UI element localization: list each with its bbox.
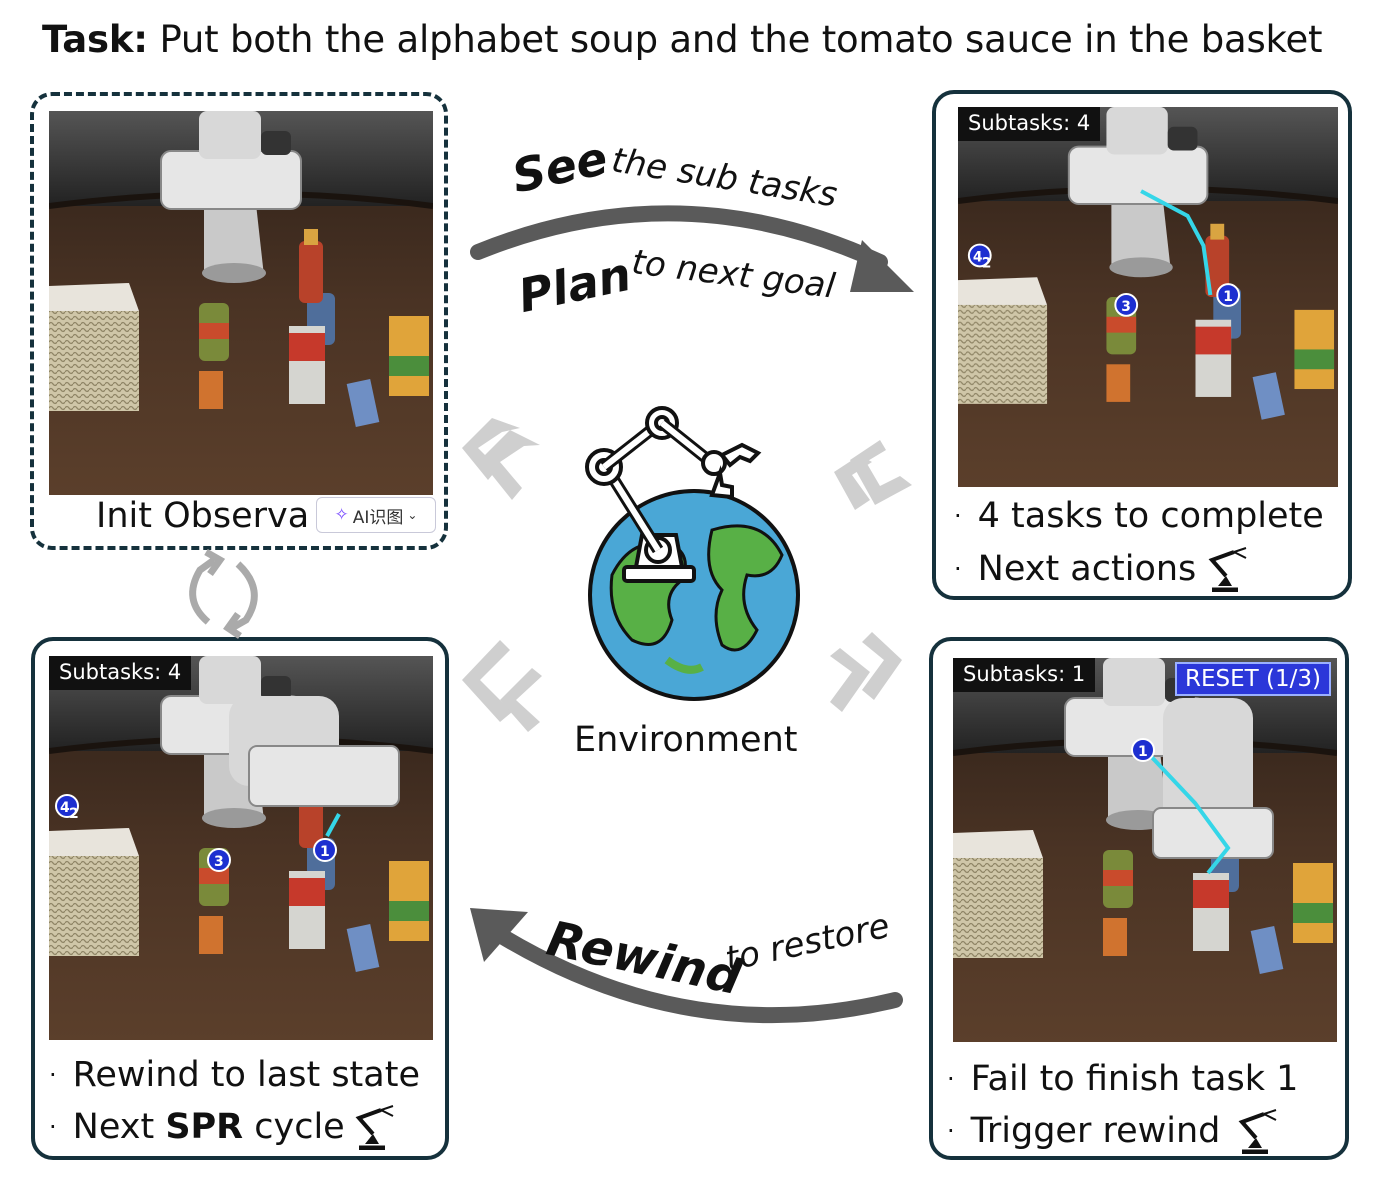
chevron-bottom-right xyxy=(830,648,870,712)
restore-label: to restore xyxy=(722,906,893,980)
globe-robot-icon xyxy=(585,406,800,701)
bottom-right-panel: 1 Subtasks: 1 RESET (1/3) · Fail to fini… xyxy=(929,637,1349,1160)
subtasks-tag: Subtasks: 4 xyxy=(958,107,1101,141)
chevron-down-icon: ⌄ xyxy=(407,508,418,522)
bullet-text: Next actions xyxy=(977,549,1197,589)
rewind-label: Rewind xyxy=(542,911,746,1007)
marker-2: 2 xyxy=(69,806,79,822)
restore-small: to restore xyxy=(721,905,894,980)
marker-4: 4 xyxy=(973,249,983,265)
bullet-dot: · xyxy=(954,555,962,583)
bullet-item: · 4 tasks to complete xyxy=(954,496,1324,536)
reset-badge: RESET (1/3) xyxy=(1175,662,1331,696)
plan-label: Plan xyxy=(514,247,636,323)
task-text: Put both the alphabet soup and the tomat… xyxy=(159,18,1323,61)
robot-arm-icon xyxy=(355,1105,394,1150)
bullet-item: · Rewind to last state xyxy=(49,1055,420,1095)
see-big: See xyxy=(507,130,613,204)
ai-recognize-chip[interactable]: ✧ AI识图 ⌄ xyxy=(316,497,436,533)
robot-arm-icon xyxy=(1238,1109,1277,1154)
see-label: See xyxy=(507,131,612,204)
robot-arm-icon xyxy=(1208,547,1247,592)
bottom-right-scene-image: 1 Subtasks: 1 RESET (1/3) xyxy=(953,658,1337,1042)
cycle-text-post: cycle xyxy=(243,1107,345,1147)
bullet-item: · Fail to finish task 1 xyxy=(947,1059,1298,1099)
top-arrowhead xyxy=(850,240,914,292)
bullet-text: Rewind to last state xyxy=(72,1055,420,1095)
top-right-scene-image: 4 2 3 1 Subtasks: 4 xyxy=(958,107,1338,487)
bullet-item: · Trigger rewind xyxy=(947,1108,1290,1154)
top-right-panel: 4 2 3 1 Subtasks: 4 · 4 tasks to complet… xyxy=(932,90,1352,600)
cycle-text-bold: SPR xyxy=(165,1107,244,1147)
bullet-text: Fail to finish task 1 xyxy=(970,1059,1299,1099)
marker-3: 3 xyxy=(1121,299,1131,315)
init-caption: Init Observa xyxy=(96,496,309,536)
sub-tasks-label: the sub tasks xyxy=(609,140,840,215)
cycle-text-pre: Next xyxy=(72,1107,166,1147)
chevron-bottom-left-2 xyxy=(500,668,542,732)
reload-icon xyxy=(189,548,258,639)
marker-1: 1 xyxy=(1223,289,1233,305)
bullet-item: · Next SPR cycle xyxy=(49,1104,407,1150)
task-title: Task: Put both the alphabet soup and the… xyxy=(42,18,1323,61)
chevron-bottom-right-2 xyxy=(862,632,902,700)
bullet-dot: · xyxy=(49,1113,57,1141)
init-observation-panel: Init Observa xyxy=(30,92,448,550)
task-label: Task: xyxy=(42,18,148,61)
marker-2: 2 xyxy=(982,255,992,271)
bullet-dot: · xyxy=(49,1061,57,1089)
marker-3: 3 xyxy=(214,854,224,870)
chevron-bottom-left xyxy=(462,640,512,722)
init-scene-image xyxy=(49,111,433,495)
bullet-dot: · xyxy=(954,502,962,530)
sub-tasks-small: the sub tasks xyxy=(608,140,840,216)
chevron-top-right-2 xyxy=(834,455,872,510)
bullet-item: · Next actions xyxy=(954,546,1260,592)
next-goal-label: to next goal xyxy=(630,242,838,307)
bottom-left-panel: 4 2 3 1 Subtasks: 4 · Rewind to last sta… xyxy=(31,637,449,1160)
chevron-top-right xyxy=(850,440,912,505)
plan-big: Plan xyxy=(513,246,636,324)
chevron-top-left-2 xyxy=(462,418,520,480)
next-goal-small: to next goal xyxy=(629,242,838,307)
environment-label: Environment xyxy=(574,720,798,760)
bullet-text: 4 tasks to complete xyxy=(977,496,1324,536)
marker-1: 1 xyxy=(1138,744,1148,760)
chevron-top-left xyxy=(480,430,540,500)
bullet-text: Trigger rewind xyxy=(970,1111,1221,1151)
marker-4: 4 xyxy=(60,800,70,816)
rewind-big: Rewind xyxy=(542,910,746,1007)
subtasks-tag: Subtasks: 4 xyxy=(49,656,192,690)
subtasks-tag: Subtasks: 1 xyxy=(953,658,1096,692)
ai-chip-label: AI识图 xyxy=(352,507,404,528)
init-caption-text: Init Observa xyxy=(96,496,310,536)
bottom-left-scene-image: 4 2 3 1 Subtasks: 4 xyxy=(49,656,433,1040)
marker-1: 1 xyxy=(320,844,330,860)
bottom-arrowhead xyxy=(470,908,528,962)
bullet-dot: · xyxy=(947,1065,955,1093)
bullet-dot: · xyxy=(947,1117,955,1145)
sparkle-icon: ✧ xyxy=(334,505,349,525)
